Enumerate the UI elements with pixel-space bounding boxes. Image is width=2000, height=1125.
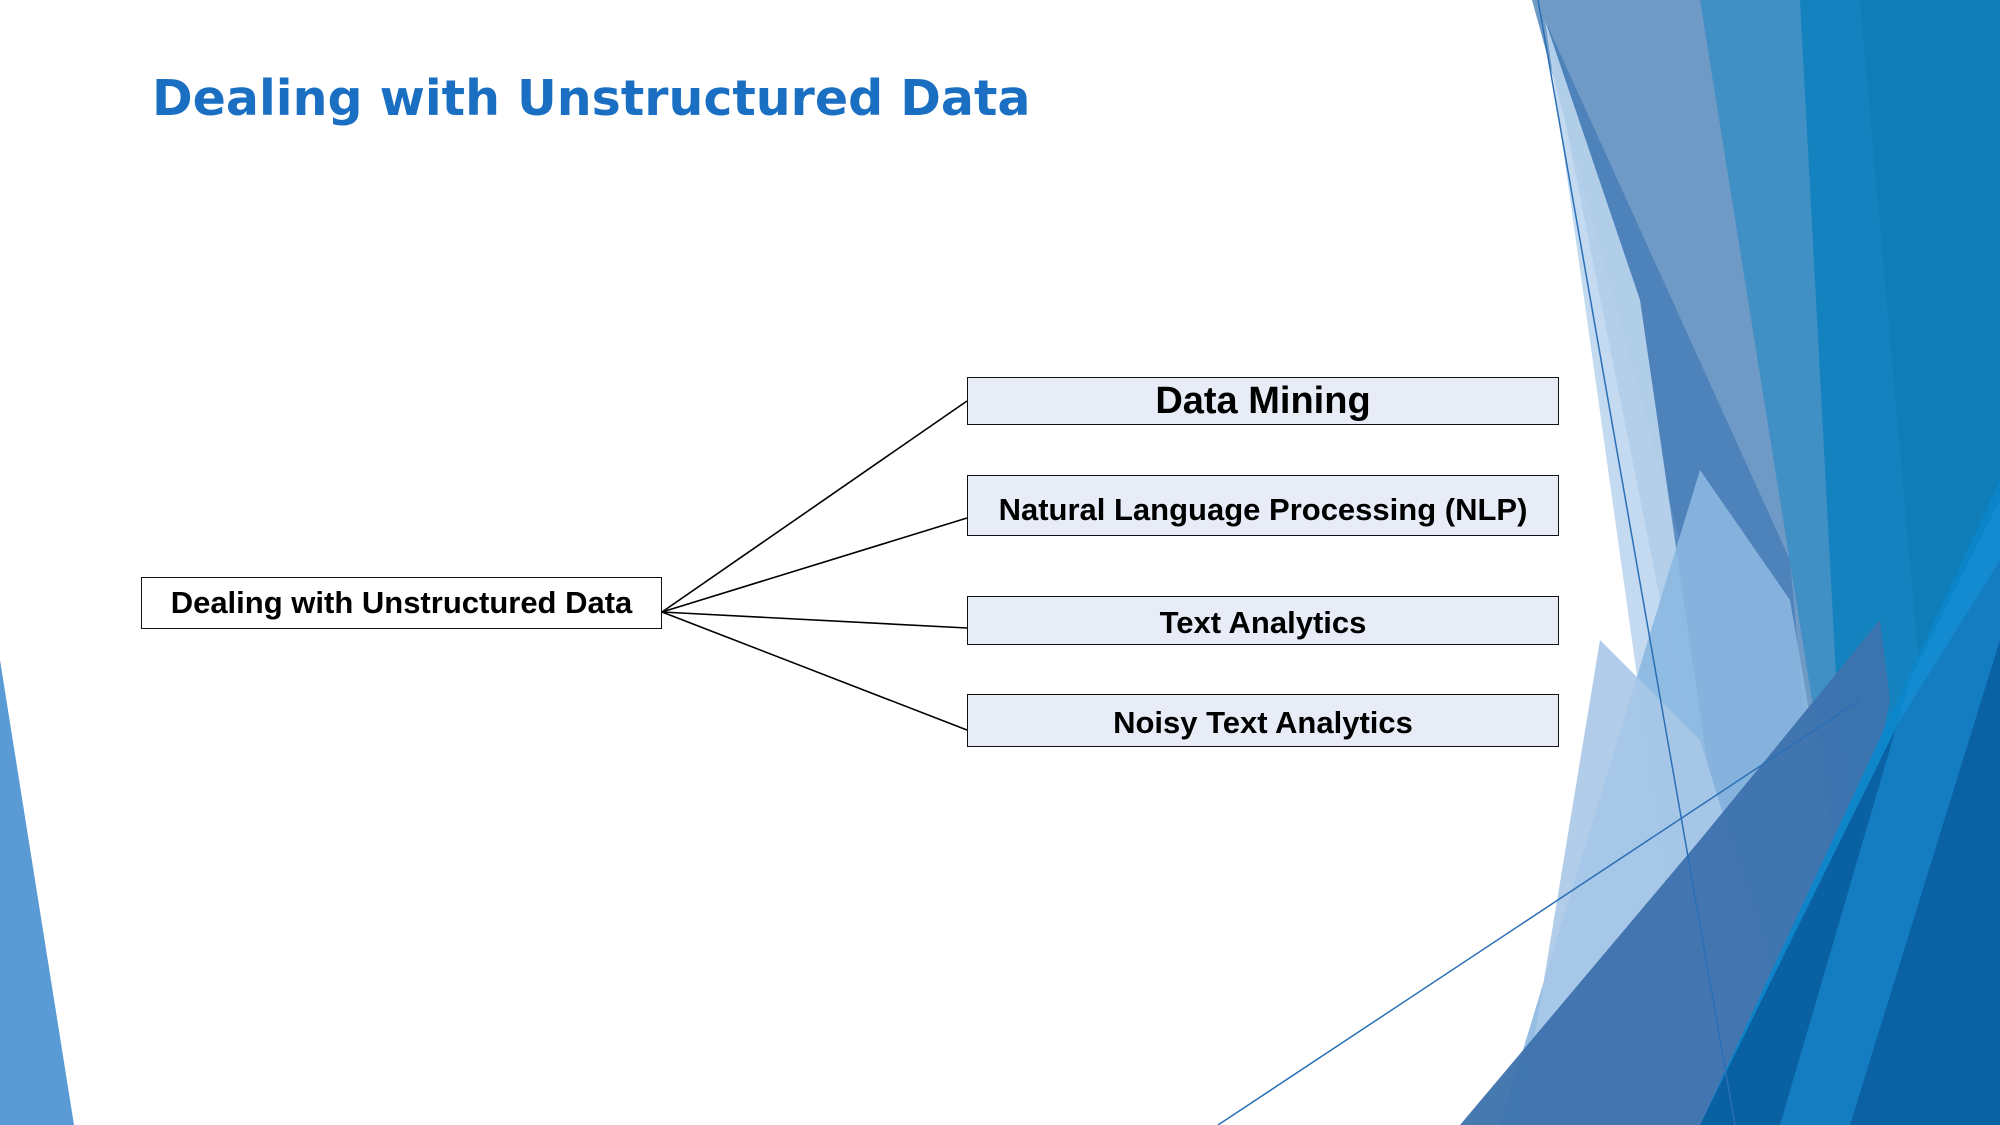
connector — [661, 611, 968, 731]
decor-facet — [1780, 500, 2000, 1125]
diagram-root-node: Dealing with Unstructured Data — [141, 577, 662, 629]
diagram-node-noisy-text-analytics: Noisy Text Analytics — [967, 694, 1559, 747]
diagram-node-text-analytics: Text Analytics — [967, 596, 1559, 645]
decor-line — [1217, 699, 1861, 1125]
decor-line — [1537, 0, 1736, 1125]
page-title: Dealing with Unstructured Data — [152, 70, 1031, 127]
connector — [661, 400, 968, 613]
connector — [661, 517, 968, 613]
decor-facet — [0, 660, 74, 1125]
diagram-node-nlp: Natural Language Processing (NLP) — [967, 475, 1559, 536]
diagram-node-data-mining: Data Mining — [967, 377, 1559, 425]
connector — [661, 611, 968, 629]
